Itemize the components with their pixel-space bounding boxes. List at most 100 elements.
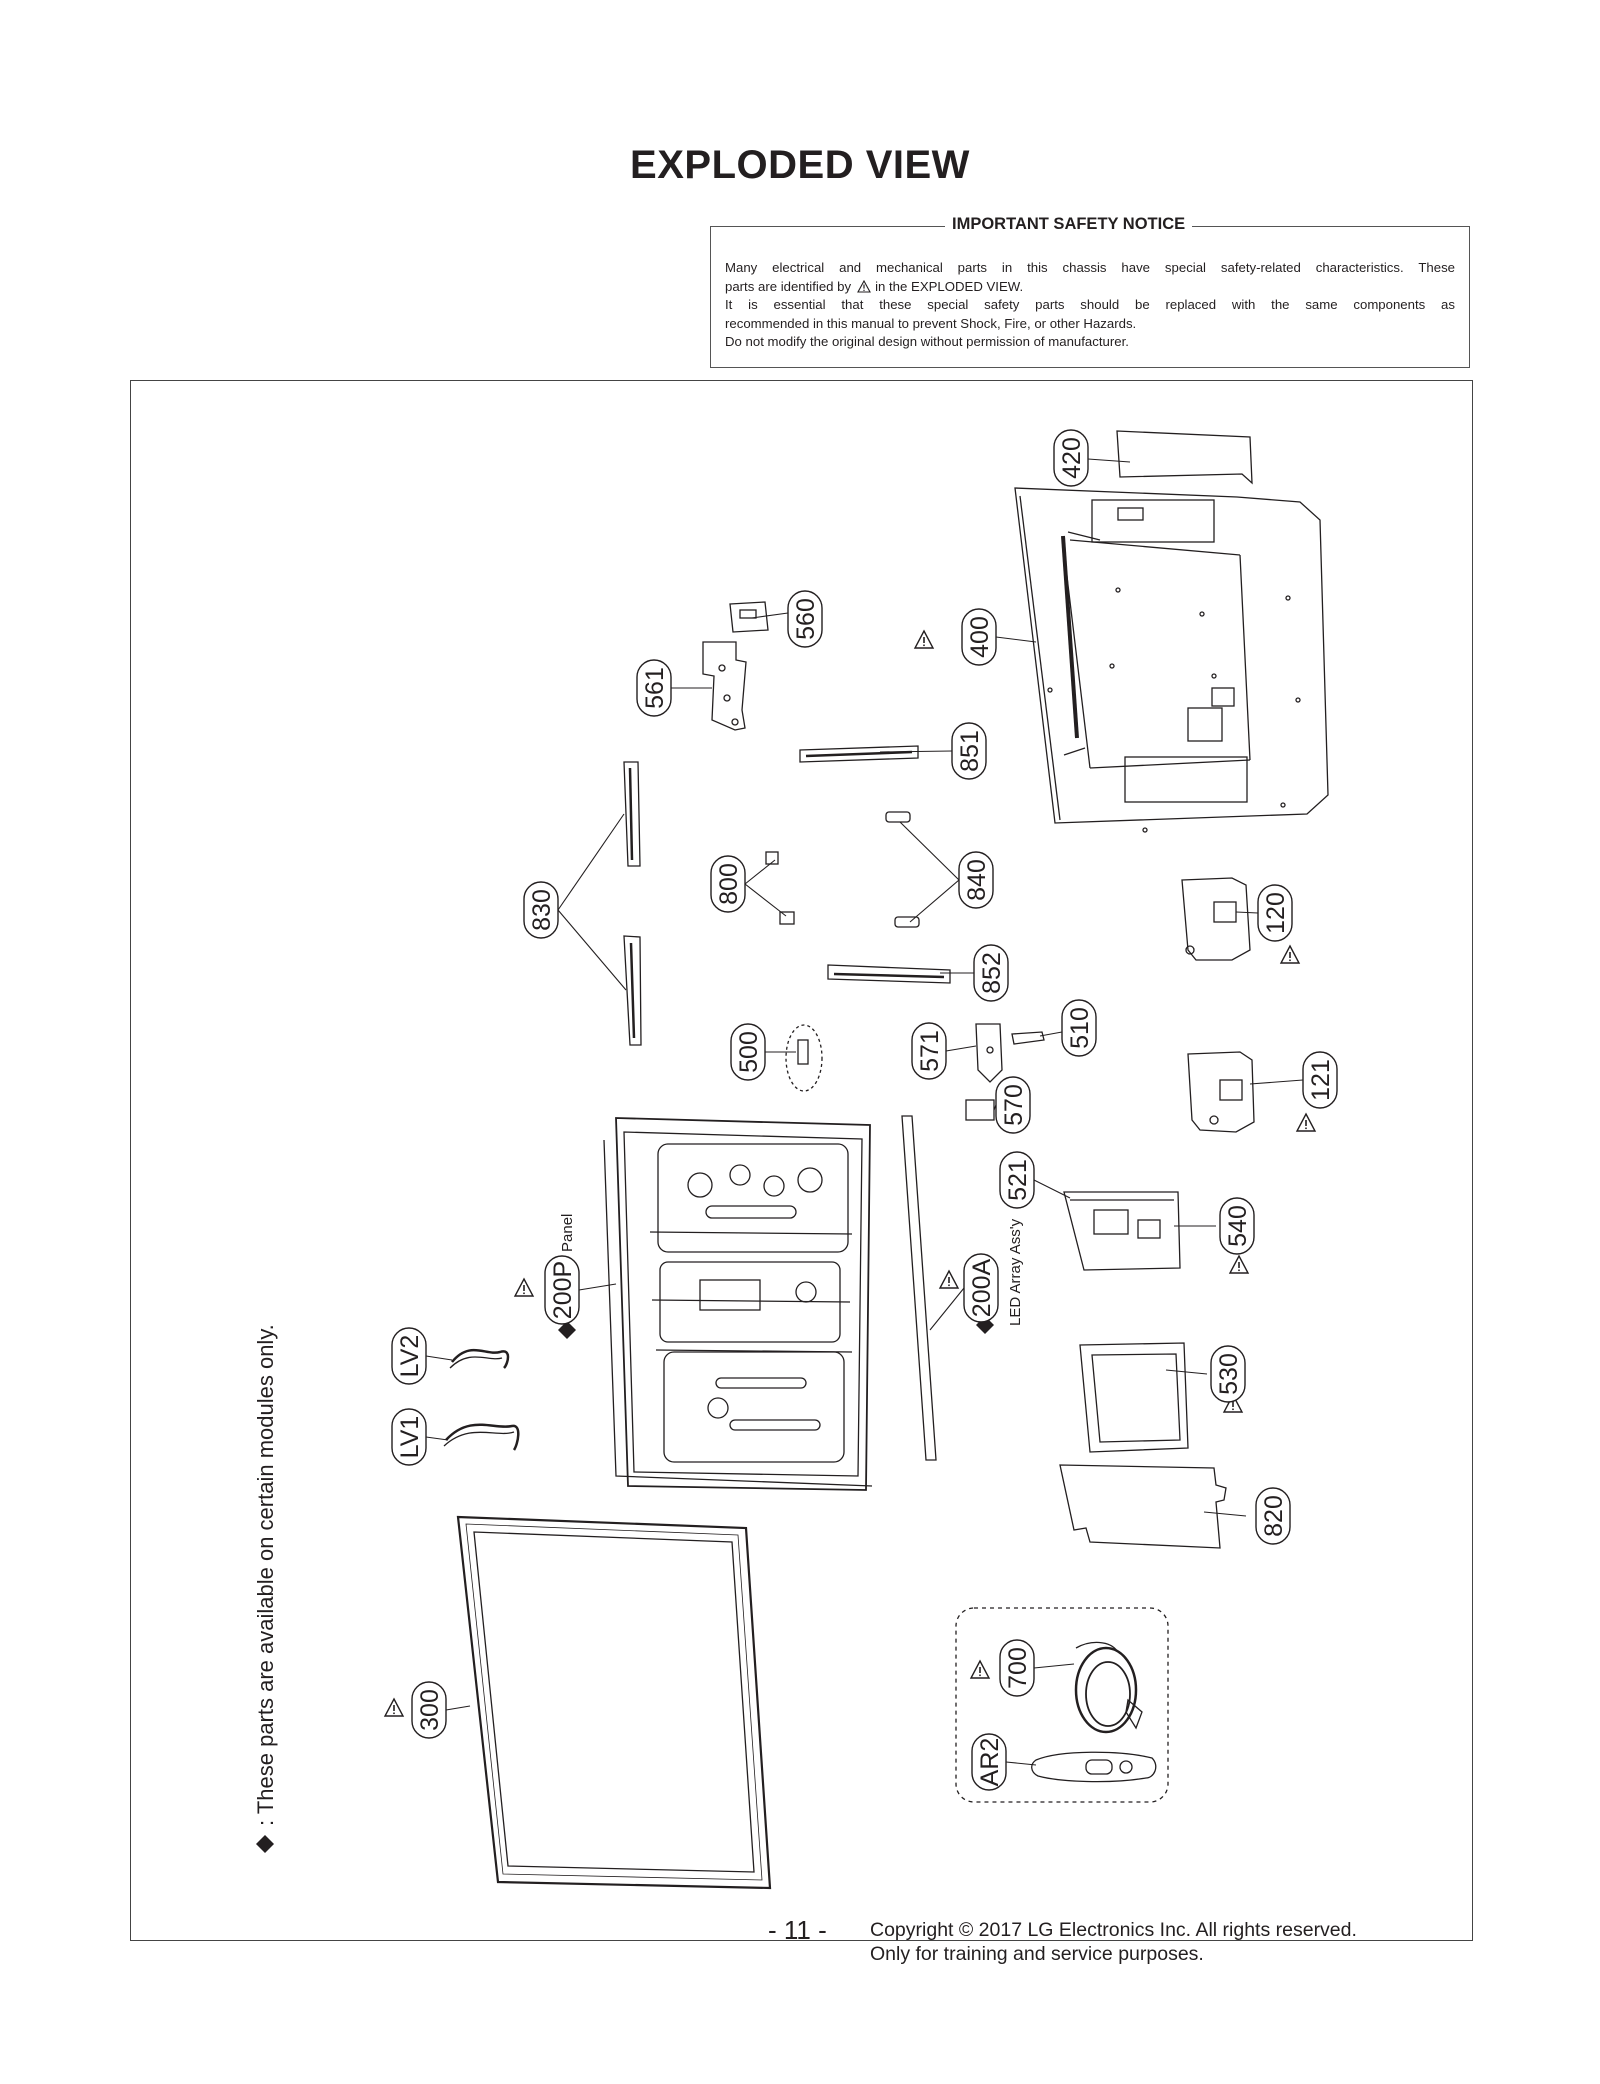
callout-540: 540 — [1219, 1197, 1255, 1255]
diamond-icon — [256, 1835, 274, 1853]
callouts: 420 400 560 561 851 830 800 840 120 852 … — [391, 429, 1338, 1791]
callout-561: 561 — [636, 659, 672, 717]
svg-text:540: 540 — [1224, 1205, 1252, 1247]
part-530-drawing — [1079, 1342, 1189, 1453]
callout-ar2: AR2 — [971, 1733, 1007, 1791]
notice-line-2-post: in the EXPLODED VIEW. — [875, 278, 1024, 294]
callout-521: 521 — [999, 1151, 1035, 1209]
callout-510: 510 — [1061, 999, 1097, 1057]
part-420-drawing — [1116, 430, 1253, 485]
svg-text:851: 851 — [956, 730, 984, 772]
callout-120: 120 — [1257, 884, 1293, 942]
notice-line-2: parts are identified by in the EXPLODED V… — [725, 278, 1455, 297]
part-400-drawing — [1014, 487, 1329, 833]
svg-text:800: 800 — [715, 863, 743, 905]
page-title: EXPLODED VIEW — [630, 143, 970, 187]
leader-lines — [425, 458, 1304, 1766]
part-ar2-drawing — [1031, 1751, 1157, 1783]
svg-text:LV2: LV2 — [396, 1335, 424, 1378]
notice-line-5: Do not modify the original design withou… — [725, 334, 1129, 349]
callout-530: 530 — [1210, 1345, 1246, 1403]
svg-text:500: 500 — [735, 1031, 763, 1073]
callout-200a: 200A — [963, 1253, 999, 1323]
warning-triangle-icon — [1229, 1255, 1249, 1274]
svg-text:521: 521 — [1004, 1159, 1032, 1201]
callout-300: 300 — [411, 1681, 447, 1739]
copyright-notice: Copyright © 2017 LG Electronics Inc. All… — [870, 1918, 1357, 1966]
svg-text:120: 120 — [1262, 892, 1290, 934]
part-840-drawing — [885, 811, 920, 928]
warning-triangle-icon — [384, 1698, 404, 1717]
notice-line-2-pre: parts are identified by — [725, 278, 852, 294]
callout-lv1: LV1 — [391, 1408, 427, 1466]
safety-notice-box: IMPORTANT SAFETY NOTICE Many electrical … — [710, 215, 1470, 368]
part-571-drawing — [975, 1023, 1003, 1083]
part-lv2-drawing — [449, 1348, 510, 1369]
copyright-line-2: Only for training and service purposes. — [870, 1943, 1204, 1965]
part-510-drawing — [1011, 1031, 1045, 1045]
svg-text:840: 840 — [963, 859, 991, 901]
callout-560: 560 — [787, 590, 823, 648]
svg-text:420: 420 — [1058, 437, 1086, 479]
callout-571: 571 — [911, 1022, 947, 1080]
svg-text:852: 852 — [978, 952, 1006, 994]
notice-line-1: Many electrical and mechanical parts in … — [725, 260, 1455, 275]
warning-triangle-icon — [939, 1270, 959, 1289]
warning-triangle-icon — [970, 1660, 990, 1679]
svg-text:200P: 200P — [549, 1261, 577, 1319]
callout-420: 420 — [1053, 429, 1089, 487]
callout-840: 840 — [958, 851, 994, 909]
part-560-drawing — [729, 601, 769, 633]
notice-line-3: It is essential that these special safet… — [725, 297, 1455, 312]
part-lv1-drawing — [443, 1423, 520, 1451]
svg-text:AR2: AR2 — [976, 1738, 1004, 1787]
warning-triangle-icon — [857, 279, 872, 293]
part-200p-drawing — [603, 1117, 873, 1491]
part-540-drawing — [1063, 1191, 1181, 1271]
svg-text:530: 530 — [1215, 1353, 1243, 1395]
part-121-drawing — [1187, 1051, 1255, 1133]
safety-notice-heading: IMPORTANT SAFETY NOTICE — [945, 215, 1193, 234]
callout-700: 700 — [999, 1639, 1035, 1697]
accessories-group — [955, 1607, 1169, 1803]
callout-830: 830 — [523, 881, 559, 939]
diagram-frame — [130, 380, 1473, 1941]
warning-triangle-icon — [1296, 1113, 1316, 1132]
svg-text:561: 561 — [641, 667, 669, 709]
copyright-line-1: Copyright © 2017 LG Electronics Inc. All… — [870, 1919, 1357, 1941]
part-830-drawing — [623, 761, 642, 1046]
callout-800: 800 — [710, 855, 746, 913]
svg-text:LV1: LV1 — [396, 1416, 424, 1459]
part-800-drawing — [765, 851, 795, 925]
callout-851: 851 — [951, 722, 987, 780]
callout-lv2: LV2 — [391, 1327, 427, 1385]
safety-markers — [256, 630, 1316, 1853]
notice-line-4: recommended in this manual to prevent Sh… — [725, 315, 1137, 331]
svg-text:820: 820 — [1260, 1495, 1288, 1537]
svg-text:400: 400 — [966, 616, 994, 658]
part-200a-drawing — [901, 1115, 937, 1461]
safety-notice-body: Many electrical and mechanical parts in … — [725, 259, 1455, 352]
svg-text:700: 700 — [1004, 1647, 1032, 1689]
part-700-drawing — [1074, 1641, 1143, 1734]
panel-label: Panel — [559, 1214, 576, 1252]
warning-triangle-icon — [514, 1278, 534, 1297]
warning-triangle-icon — [1280, 945, 1300, 964]
callout-500: 500 — [730, 1023, 766, 1081]
svg-text:121: 121 — [1307, 1059, 1335, 1101]
part-820-drawing — [1059, 1464, 1227, 1549]
callout-820: 820 — [1255, 1487, 1291, 1545]
svg-text:560: 560 — [792, 598, 820, 640]
svg-text:570: 570 — [1000, 1084, 1028, 1126]
part-drawings — [425, 430, 1329, 1890]
part-120-drawing — [1181, 877, 1251, 961]
part-300-drawing — [456, 1515, 772, 1890]
page-number: - 11 - — [768, 1915, 827, 1945]
callout-852: 852 — [973, 944, 1009, 1002]
svg-text:830: 830 — [528, 889, 556, 931]
part-852-drawing — [827, 964, 951, 984]
part-561-drawing — [702, 641, 747, 731]
warning-triangle-icon — [914, 630, 934, 649]
svg-text:571: 571 — [916, 1030, 944, 1072]
